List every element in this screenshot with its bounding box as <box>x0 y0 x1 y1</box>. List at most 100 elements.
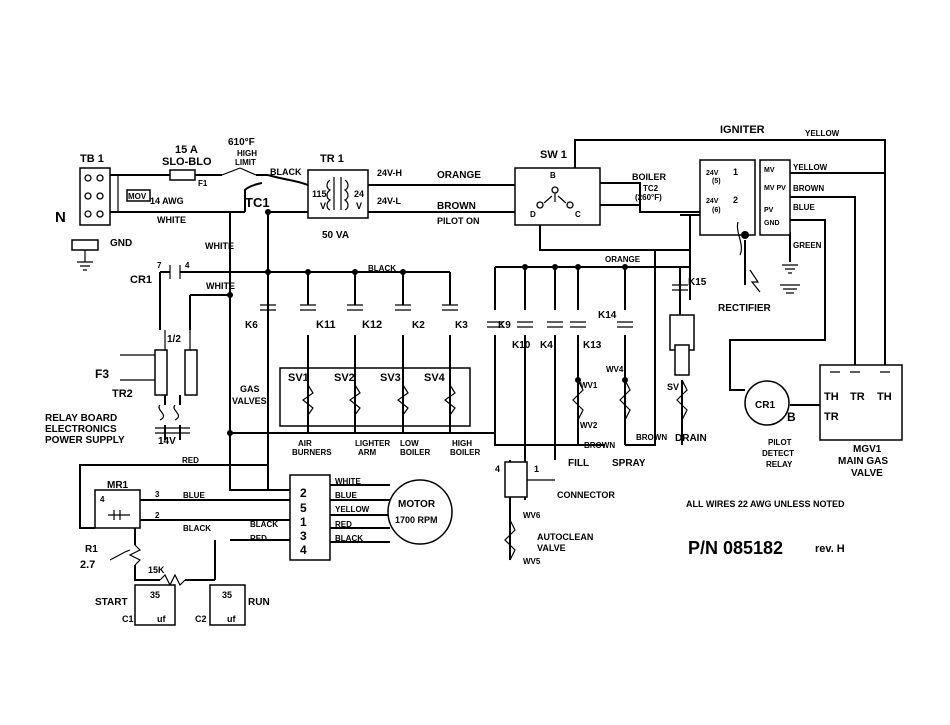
label-t7: 7 <box>157 261 162 270</box>
label-igniter: IGNITER <box>720 124 765 136</box>
label-mov: MOV <box>128 192 147 201</box>
label-wv5: WV5 <box>523 557 541 566</box>
label-ig-1: 1 <box>733 167 738 177</box>
label-black-b: BLACK <box>368 264 396 273</box>
label-tc1: TC1 <box>245 195 270 210</box>
terminal-block-tb1 <box>79 167 111 226</box>
label-r1: R1 <box>85 544 98 555</box>
motor-connector <box>289 474 331 561</box>
label-high: HIGH <box>237 149 257 158</box>
label-v-b: V <box>356 201 362 211</box>
label-pilot-on: PILOT ON <box>437 216 480 226</box>
main-gas-valve <box>819 364 903 441</box>
label-mvpv: MV PV <box>764 185 786 192</box>
label-ig-24v-5: 24V <box>706 170 719 177</box>
label-15k: 15K <box>148 565 165 575</box>
label-c-1: 1 <box>534 464 539 474</box>
label-wv1: WV1 <box>580 381 598 390</box>
label-mt-4: 4 <box>300 543 307 557</box>
label-14awg: 14 AWG <box>150 196 184 206</box>
label-rev: rev. H <box>815 543 845 555</box>
label-sw-b: B <box>550 171 556 180</box>
label-gas: GAS <box>240 384 260 394</box>
transformer-tr2 <box>155 404 190 434</box>
label-yellow-r: YELLOW <box>793 163 828 172</box>
label-valve2: VALVE <box>537 543 566 553</box>
label-t4: 4 <box>185 261 190 270</box>
label-115: 115 <box>312 189 327 199</box>
label-valves: VALVES <box>232 396 267 406</box>
label-sv1: SV1 <box>288 372 309 384</box>
label-k10: K10 <box>512 340 531 351</box>
label-cr1: CR1 <box>130 274 152 286</box>
label-orange-a: ORANGE <box>437 170 481 181</box>
label-tr: TR <box>850 391 865 403</box>
label-autoclean: AUTOCLEAN <box>537 532 593 542</box>
label-sv4: SV4 <box>424 372 446 384</box>
label-wv6: WV6 <box>523 511 541 520</box>
label-gnd: GND <box>110 238 132 249</box>
label-mt-2: 2 <box>300 486 307 500</box>
label-pn: P/N 085182 <box>688 538 783 558</box>
label-blue-a: BLUE <box>183 491 205 500</box>
label-mt-3: 3 <box>300 529 307 543</box>
igniter-module <box>699 159 800 294</box>
fuse-f1 <box>169 169 196 181</box>
label-w-yellow: YELLOW <box>335 505 370 514</box>
label-r1-val: 2.7 <box>80 559 95 571</box>
label-boiler-high: BOILER <box>450 448 480 457</box>
label-limit: LIMIT <box>235 158 256 167</box>
label-mv: MV <box>764 167 775 174</box>
label-tr1: TR 1 <box>320 153 344 165</box>
label-motor: MOTOR <box>398 499 436 510</box>
label-yellow-top: YELLOW <box>805 129 840 138</box>
label-burners: BURNERS <box>292 448 332 457</box>
label-th2: TH <box>877 391 892 403</box>
label-detect: DETECT <box>762 449 794 458</box>
label-orange-b: ORANGE <box>605 255 641 264</box>
label-b-term: B <box>787 410 796 424</box>
label-tr2: TR2 <box>112 388 133 400</box>
label-spray: SPRAY <box>612 458 646 469</box>
label-black-c: BLACK <box>183 524 211 533</box>
label-fill: FILL <box>568 458 589 469</box>
label-ig-24v-6: 24V <box>706 198 719 205</box>
label-black-a: BLACK <box>270 167 302 177</box>
label-k11: K11 <box>316 319 336 331</box>
label-white-a: WHITE <box>157 215 186 225</box>
label-half: 1/2 <box>167 334 181 345</box>
label-k4: K4 <box>540 340 553 351</box>
label-c1-val: 35 <box>150 590 160 600</box>
motor <box>387 479 453 545</box>
label-mr-2: 2 <box>155 511 160 520</box>
label-wv4: WV4 <box>606 365 624 374</box>
high-limit-switch <box>221 167 257 176</box>
label-fuse-type: SLO-BLO <box>162 156 212 168</box>
ground-terminal <box>71 239 99 271</box>
label-brown-r: BROWN <box>793 184 824 193</box>
label-rectifier: RECTIFIER <box>718 303 772 314</box>
label-610f: 610°F <box>228 137 255 148</box>
label-sw1: SW 1 <box>540 149 567 161</box>
label-blue-r: BLUE <box>793 203 815 212</box>
label-brown-c: BROWN <box>636 433 667 442</box>
label-uf2: uf <box>227 614 236 624</box>
label-fuse-rating: 15 A <box>175 144 198 156</box>
switch-sw1 <box>514 167 601 226</box>
label-tr-b: TR <box>824 411 839 423</box>
label-k3: K3 <box>455 320 468 331</box>
label-c1: C1 <box>122 614 134 624</box>
label-boiler-low: BOILER <box>400 448 430 457</box>
label-mt-5: 5 <box>300 501 307 515</box>
label-red-a: RED <box>182 456 199 465</box>
label-th1: TH <box>824 391 839 403</box>
label-low: LOW <box>400 439 419 448</box>
label-ig-2: 2 <box>733 195 738 205</box>
label-red-b: RED <box>250 534 267 543</box>
label-power-supply: POWER SUPPLY <box>45 435 125 446</box>
label-v-a: V <box>320 201 326 211</box>
label-w-blue: BLUE <box>335 491 357 500</box>
label-w-black2: BLACK <box>335 534 363 543</box>
label-wv2: WV2 <box>580 421 598 430</box>
label-high2: HIGH <box>452 439 472 448</box>
